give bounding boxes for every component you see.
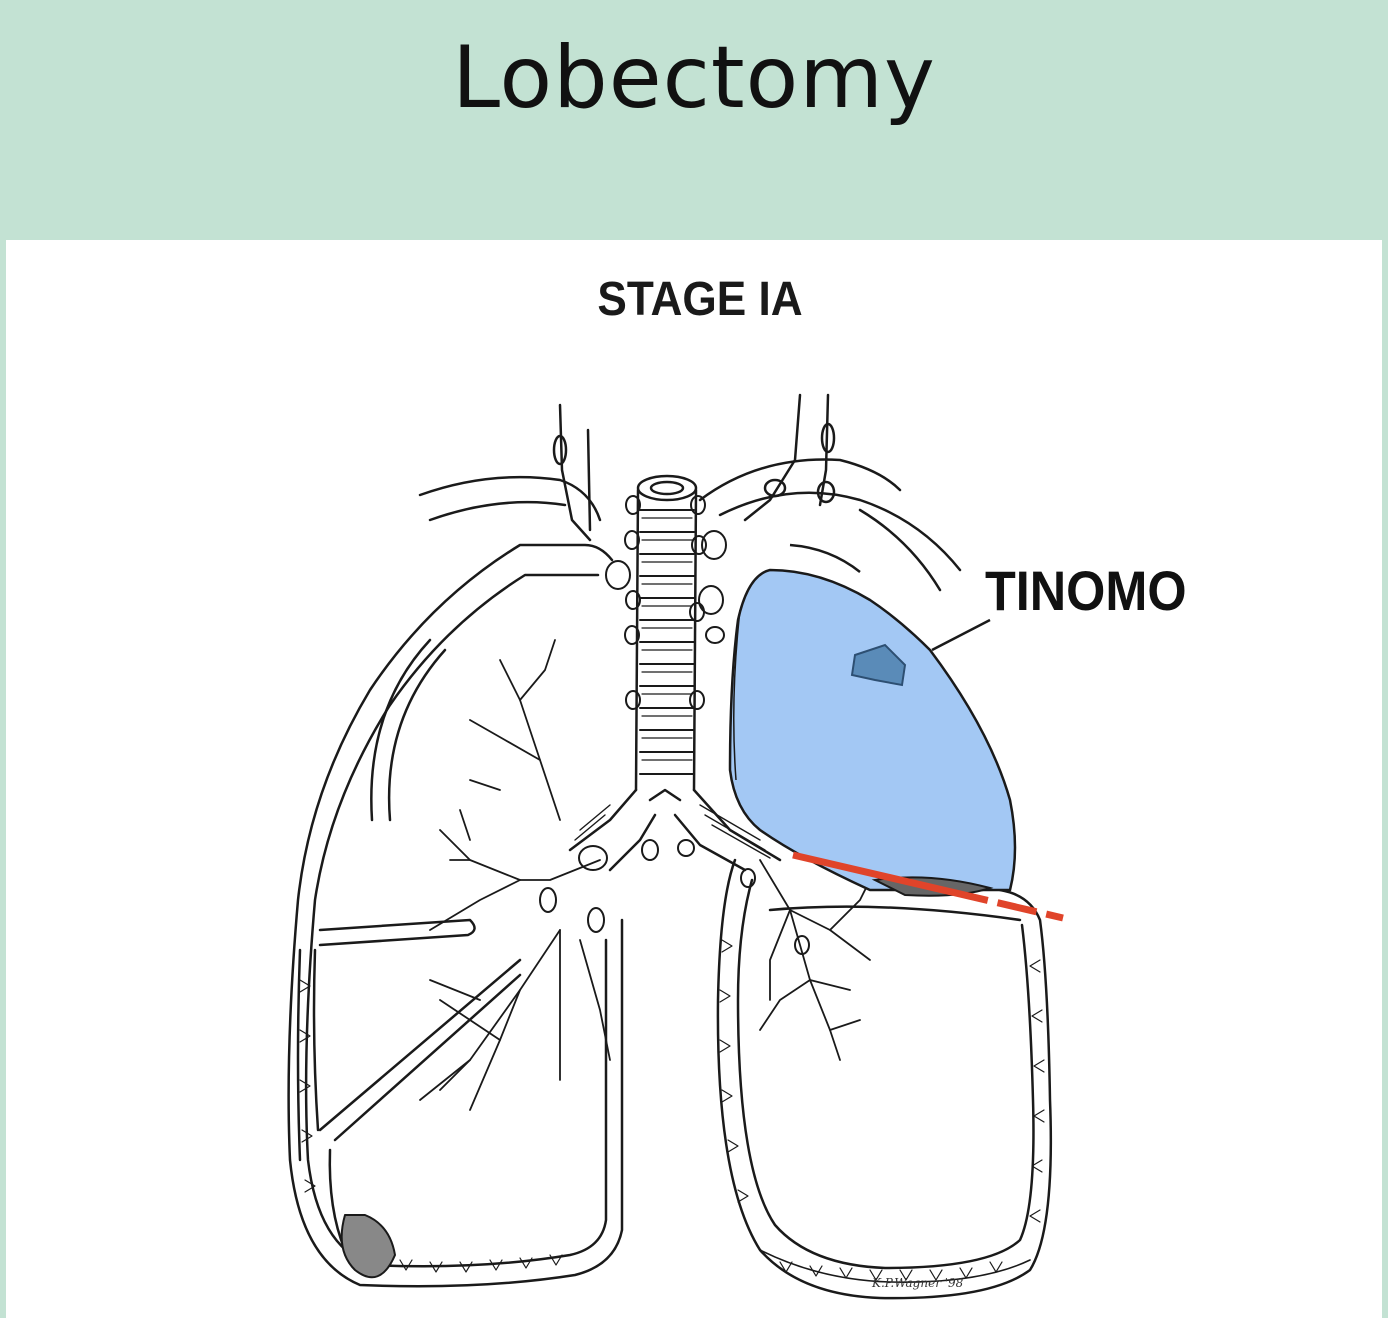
bronchial-tree-left	[759, 859, 871, 1061]
tnm-label: TINOMO	[985, 559, 1187, 622]
neck-vessels	[418, 393, 962, 592]
trachea	[568, 474, 782, 872]
bronchial-tree-right	[419, 639, 611, 1111]
lung-base-texture	[299, 939, 1045, 1281]
artist-signature: K.P.Wagner '98	[872, 1276, 964, 1290]
title-banner: Lobectomy	[0, 0, 1388, 240]
tumor	[850, 643, 907, 687]
stage-label: STAGE IA	[597, 273, 803, 326]
lymph-nodes	[539, 495, 810, 955]
resected-upper-lobe	[728, 568, 1017, 892]
slide-title: Lobectomy	[452, 28, 936, 128]
resection-line	[792, 851, 1064, 922]
label-leader-line	[931, 618, 991, 652]
left-lung-lower-lobe	[716, 858, 1053, 1300]
